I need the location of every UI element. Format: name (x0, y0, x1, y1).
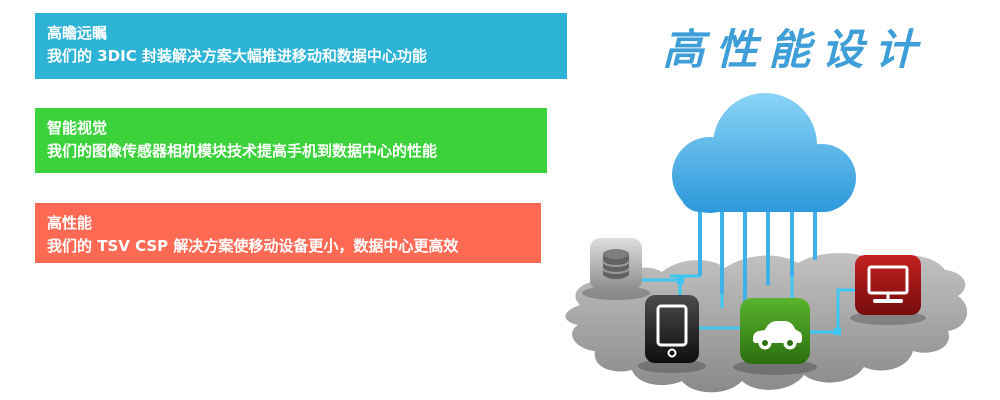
tablet-icon (645, 295, 699, 363)
banner-title: 智能视觉 (47, 119, 108, 137)
page-title: 高性能设计 (662, 25, 928, 74)
laptop-icon (855, 255, 921, 315)
feature-banner-smart-vision: 智能视觉 我们的图像传感器相机模块技术提高手机到数据中心的性能 (35, 108, 547, 173)
banner-subtitle: 我们的 TSV CSP 解决方案使移动设备更小，数据中心更高效 (47, 237, 459, 256)
car-icon (740, 298, 810, 364)
banner-title: 高瞻远瞩 (47, 24, 108, 42)
database-icon (590, 238, 642, 290)
banner-subtitle: 我们的 3DIC 封装解决方案大幅推进移动和数据中心功能 (47, 47, 427, 66)
cloud-network-illustration (565, 93, 968, 393)
feature-banner-vision: 高瞻远瞩 我们的 3DIC 封装解决方案大幅推进移动和数据中心功能 (35, 13, 567, 79)
circuit-lines (642, 274, 855, 335)
feature-banner-performance: 高性能 我们的 TSV CSP 解决方案使移动设备更小，数据中心更高效 (35, 203, 541, 263)
banner-title: 高性能 (47, 214, 93, 232)
cloud-icon (672, 93, 856, 213)
banner-subtitle: 我们的图像传感器相机模块技术提高手机到数据中心的性能 (47, 142, 438, 161)
